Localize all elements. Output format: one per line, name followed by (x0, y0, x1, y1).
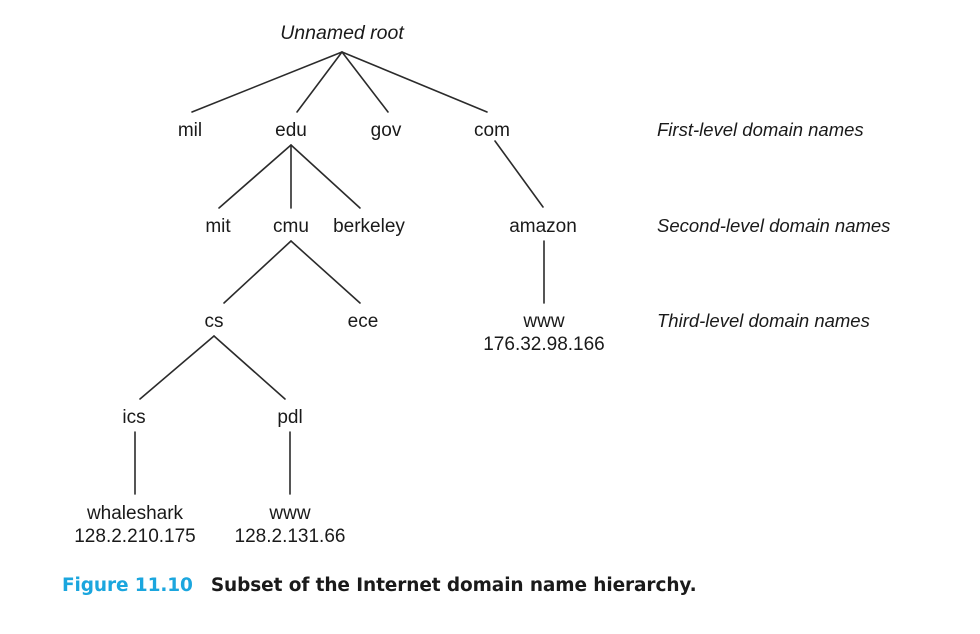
node-label-edu: edu (275, 120, 307, 141)
node-label-cmu: cmu (273, 216, 309, 237)
tree-edge-edu-mit (218, 144, 292, 209)
node-label-amazon: amazon (509, 216, 577, 237)
node-ip-www-pdl: 128.2.131.66 (234, 526, 346, 547)
tree-edge-cmu-cs (223, 240, 292, 304)
tree-node-edu: edu (275, 119, 307, 142)
tree-node-pdl: pdl (277, 406, 302, 429)
tree-edge-cs-ics (139, 335, 215, 400)
tree-edge-root-com (341, 51, 488, 113)
tree-node-gov: gov (371, 119, 402, 142)
node-label-com: com (474, 120, 510, 141)
tree-edge-root-gov (341, 51, 389, 113)
level-label-third-level: Third-level domain names (657, 310, 870, 331)
node-label-cs: cs (204, 311, 224, 332)
tree-node-amazon: amazon (509, 215, 577, 238)
tree-edge-cmu-ece (290, 240, 361, 304)
figure-title: Subset of the Internet domain name hiera… (210, 575, 697, 596)
node-label-www-pdl: www (269, 503, 311, 524)
tree-node-mit: mit (205, 215, 230, 238)
node-label-ece: ece (347, 311, 379, 332)
node-label-whaleshark: whaleshark (86, 503, 184, 524)
node-label-root: Unnamed root (280, 22, 404, 44)
tree-node-ics: ics (122, 406, 145, 429)
node-label-gov: gov (370, 120, 402, 141)
node-ip-whaleshark: 128.2.210.175 (74, 526, 196, 547)
tree-edge-com-amazon (494, 140, 544, 208)
level-label-second-level: Second-level domain names (657, 215, 891, 236)
tree-node-cs: cs (205, 310, 224, 333)
node-label-berkeley: berkeley (333, 216, 405, 237)
tree-node-root: Unnamed root (280, 22, 404, 45)
node-label-mit: mit (205, 216, 231, 237)
node-label-ics: ics (122, 407, 146, 428)
tree-node-berkeley: berkeley (333, 215, 405, 238)
tree-node-ece: ece (348, 310, 379, 333)
node-label-mil: mil (177, 120, 203, 141)
tree-edge-root-edu (296, 51, 343, 113)
tree-edge-edu-berkeley (290, 144, 361, 209)
node-label-www-amazon: www (523, 311, 565, 332)
node-ip-www-amazon: 176.32.98.166 (483, 334, 605, 355)
tree-edge-root-mil (191, 51, 343, 113)
figure-caption: Figure 11.10 Subset of the Internet domai… (62, 575, 697, 596)
tree-node-cmu: cmu (273, 215, 309, 238)
level-label-first-level: First-level domain names (657, 119, 864, 140)
node-label-pdl: pdl (277, 407, 303, 428)
tree-edge-cs-pdl (213, 335, 286, 400)
tree-node-com: com (474, 119, 510, 142)
figure-number: Figure 11.10 (62, 575, 193, 596)
tree-node-mil: mil (178, 119, 202, 142)
